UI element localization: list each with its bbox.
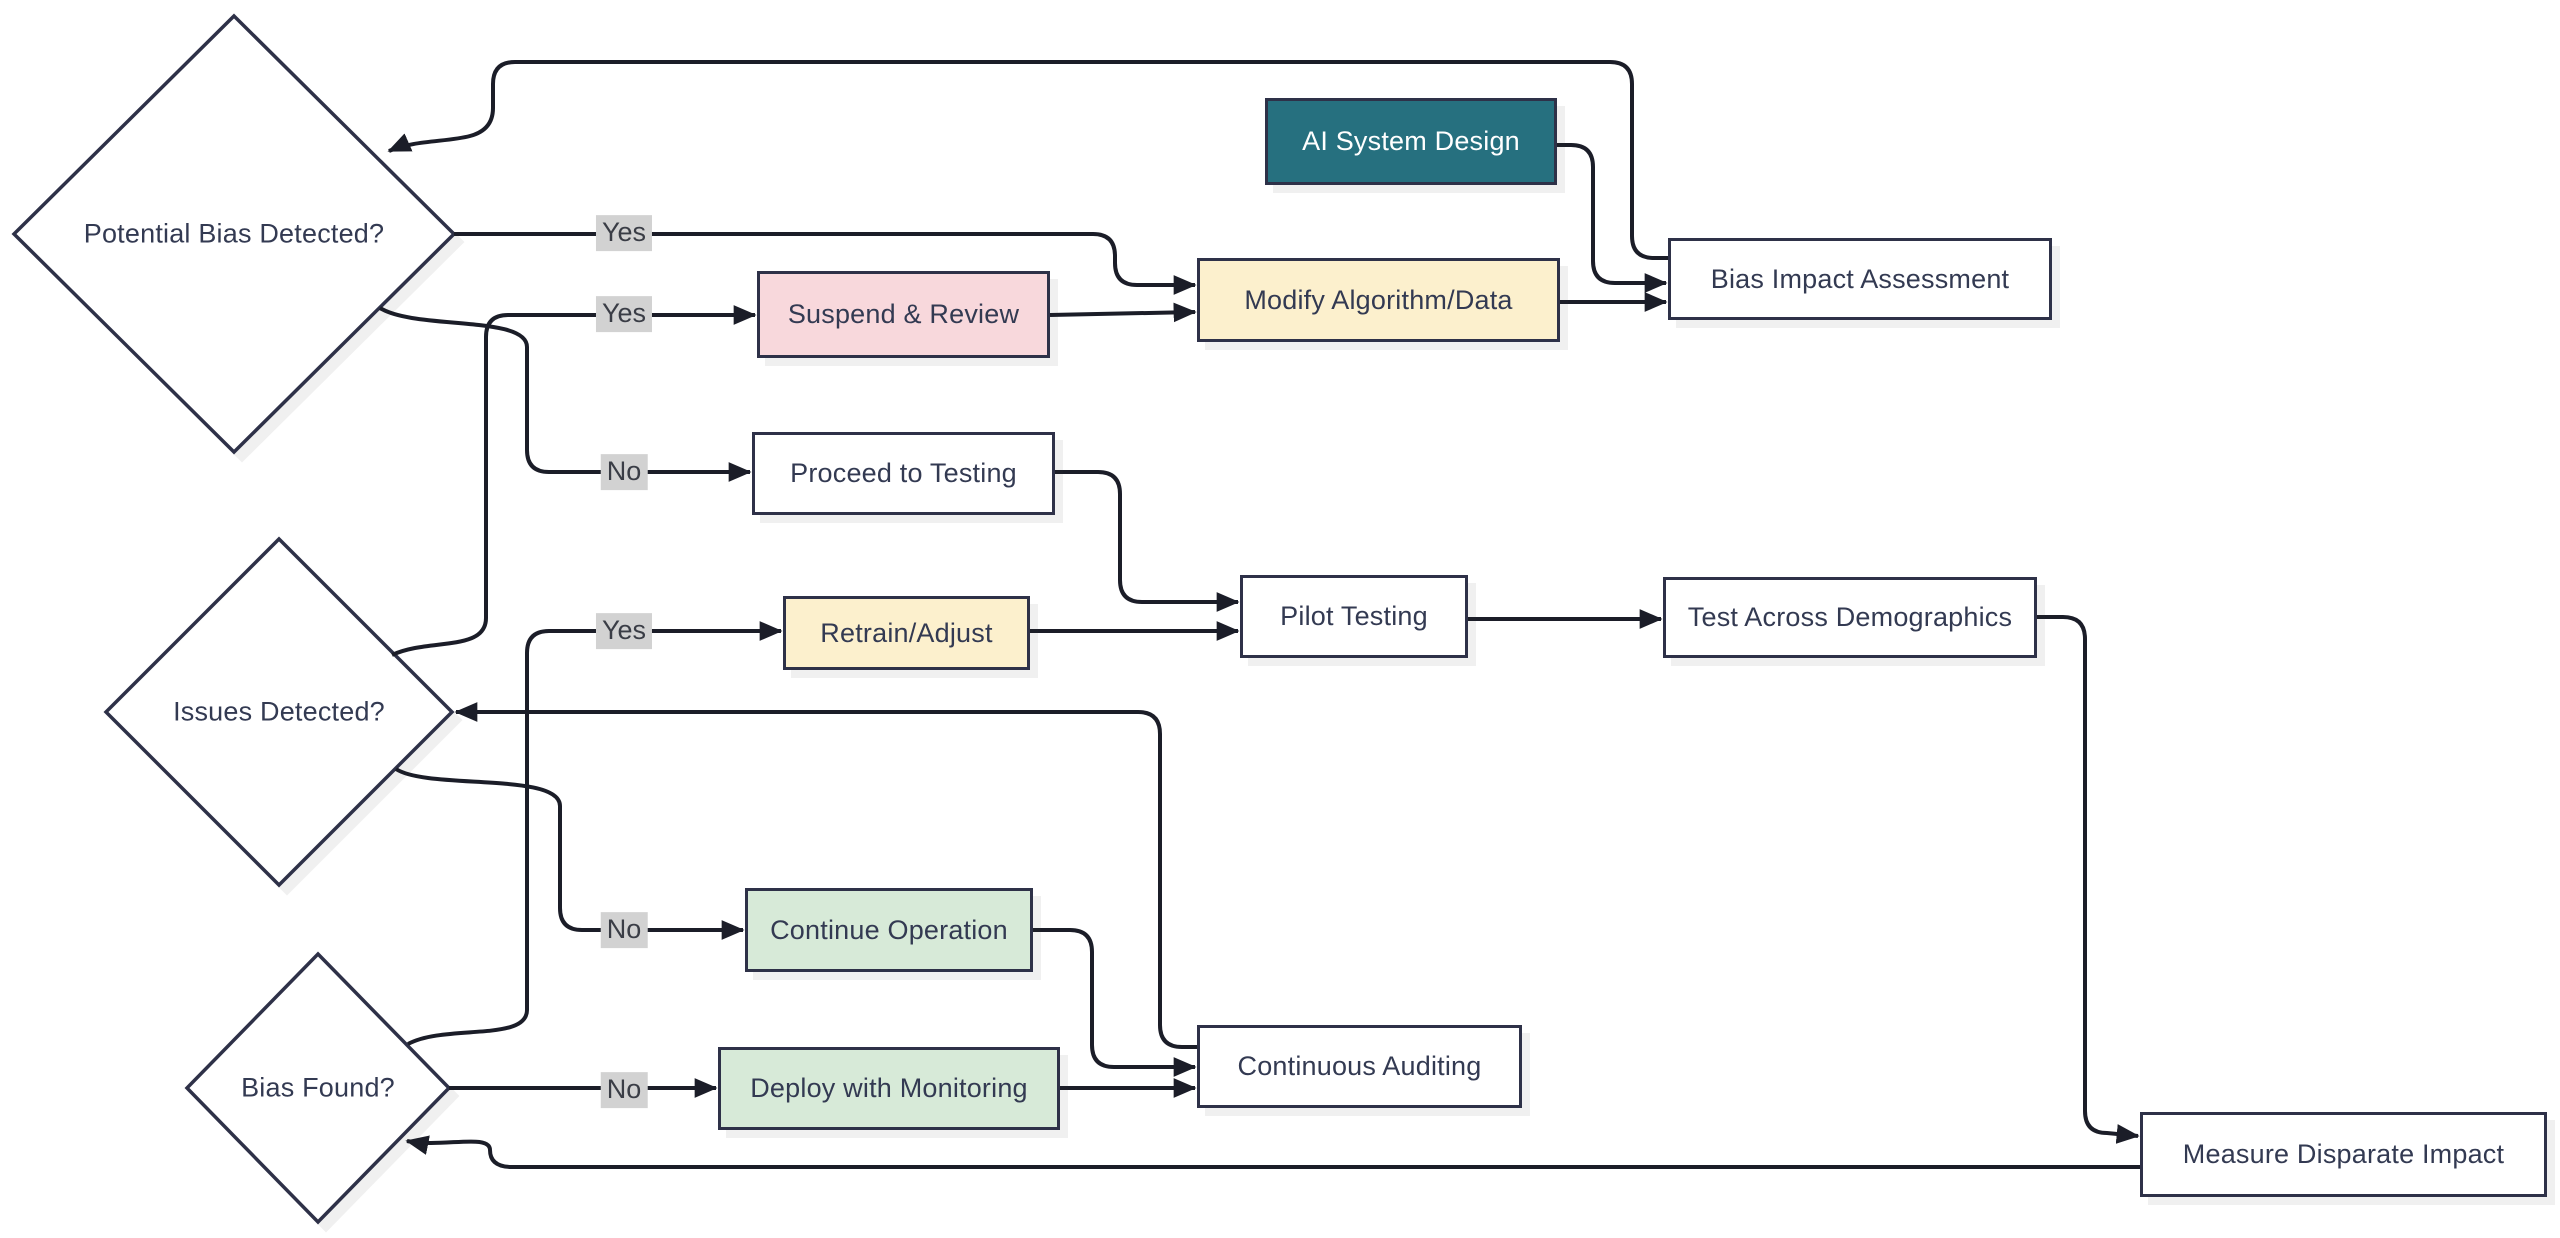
decision-issues-detected	[103, 536, 455, 888]
edge-bias-found-yes-to-retrain	[407, 621, 783, 1046]
node-continuous-auditing: Continuous Auditing	[1197, 1025, 1522, 1108]
node-pilot-testing: Pilot Testing	[1240, 575, 1468, 658]
edge-issues-yes-to-suspend	[391, 305, 757, 657]
edge-bias-impact-to-potential-bias	[387, 60, 1668, 260]
edge-ai-design-to-bias-impact	[1557, 143, 1668, 293]
edge-test-demographics-to-measure	[2037, 615, 2140, 1144]
edge-label-no-potential-bias-proceed: No	[600, 454, 648, 490]
edge-label-no-bias-found-deploy: No	[600, 1072, 648, 1108]
node-continue-operation: Continue Operation	[745, 888, 1033, 972]
edge-label-yes-potential-bias-modify: Yes	[595, 215, 653, 251]
edge-audit-to-issues	[454, 702, 1197, 1049]
edge-suspend-to-modify	[1049, 302, 1197, 323]
edge-label-yes-issues-suspend: Yes	[595, 296, 653, 332]
edge-label-yes-bias-found-retrain: Yes	[595, 613, 653, 649]
edge-potential-bias-yes-to-modify	[454, 232, 1197, 295]
edge-proceed-to-pilot	[1055, 470, 1240, 612]
node-modify-algorithm-data: Modify Algorithm/Data	[1197, 258, 1560, 342]
node-bias-impact-assessment: Bias Impact Assessment	[1668, 238, 2052, 320]
edge-potential-bias-no-to-proceed	[378, 306, 752, 482]
node-retrain-adjust: Retrain/Adjust	[783, 596, 1030, 670]
node-proceed-to-testing: Proceed to Testing	[752, 432, 1055, 515]
node-ai-system-design: AI System Design	[1265, 98, 1557, 185]
decision-potential-bias-detected	[11, 13, 457, 455]
node-test-across-demographics: Test Across Demographics	[1663, 577, 2037, 658]
node-deploy-with-monitoring: Deploy with Monitoring	[718, 1047, 1060, 1130]
edge-measure-to-bias-found	[405, 1135, 2140, 1169]
edge-continue-to-audit	[1033, 928, 1197, 1077]
node-suspend-review: Suspend & Review	[757, 271, 1050, 358]
edge-issues-no-to-continue	[394, 767, 745, 940]
decision-bias-found	[184, 951, 452, 1225]
edge-label-no-issues-continue: No	[600, 912, 648, 948]
node-measure-disparate-impact: Measure Disparate Impact	[2140, 1112, 2547, 1197]
